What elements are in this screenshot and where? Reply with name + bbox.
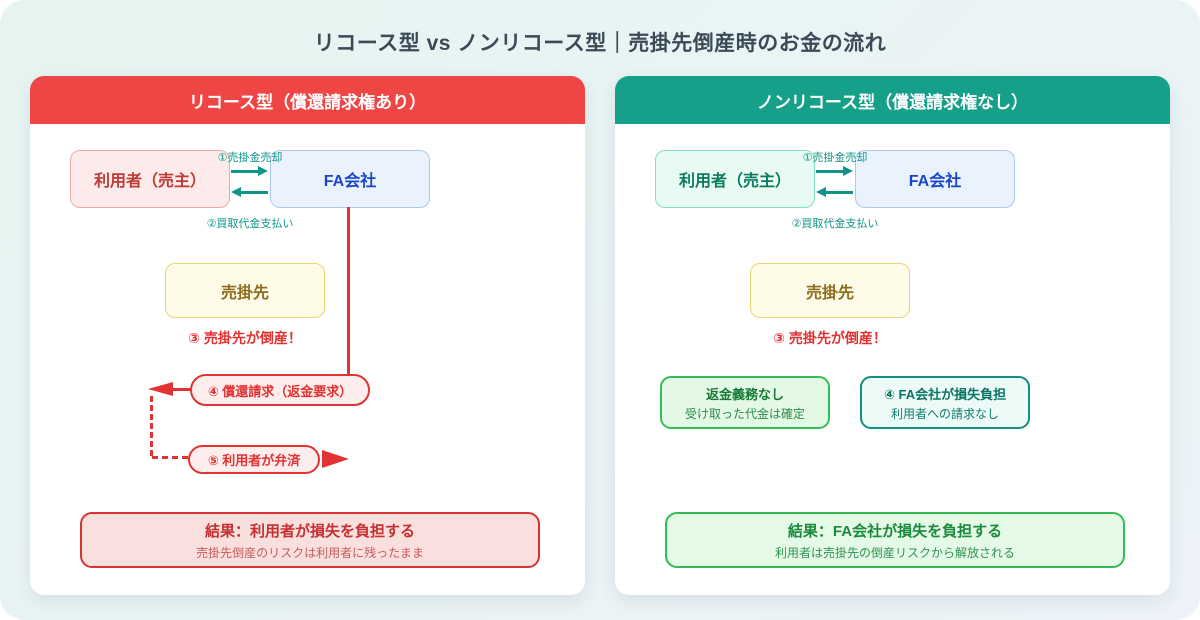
fa-loss-box: ④ FA会社が損失負担 利用者への請求なし (860, 376, 1030, 429)
sale-arrowhead-icon (843, 166, 853, 176)
sale-arrowhead-icon (258, 166, 268, 176)
repayment-arrowhead-icon (322, 450, 349, 468)
sale-arrow-icon (231, 166, 268, 176)
recourse-result-subtitle: 売掛先倒産のリスクは利用者に残ったまま (196, 545, 424, 560)
nonrecourse-result-box: 結果：FA会社が損失を負担する 利用者は売掛先の倒産リスクから解放される (665, 512, 1125, 568)
recourse-result-title: 結果：利用者が損失を負担する (204, 522, 415, 540)
panel-nonrecourse: ノンリコース型（償還請求権なし） 利用者（売主） FA会社 ①売掛金売却 ②買取… (615, 76, 1170, 595)
nonrecourse-result-title: 結果：FA会社が損失を負担する (787, 522, 1003, 540)
payment-arrow-label: ②買取代金支払い (791, 218, 879, 230)
payment-arrow-label: ②買取代金支払い (206, 218, 294, 230)
recourse-client-box: 売掛先 (165, 263, 325, 318)
sale-arrow-line (231, 169, 259, 173)
repayment-dashed-vline (150, 396, 153, 456)
nonrecourse-user-box: 利用者（売主） (655, 150, 815, 208)
repayment-dashed-hline (152, 456, 188, 459)
payment-arrowhead-icon (231, 187, 241, 197)
payment-arrow-icon (816, 187, 853, 197)
fa-loss-title: ④ FA会社が損失負担 (883, 386, 1007, 402)
sale-arrow-label: ①売掛金売却 (802, 152, 868, 164)
nonrecourse-result-subtitle: 利用者は売掛先の倒産リスクから解放される (774, 545, 1015, 560)
recourse-flow-line (347, 207, 350, 374)
recourse-claim-box: ④ 償還請求（返金要求） (190, 374, 370, 406)
repayment-box: ⑤ 利用者が弁済 (188, 445, 320, 474)
payment-arrowhead-icon (816, 187, 826, 197)
no-refund-subtitle: 受け取った代金は確定 (684, 406, 805, 421)
page-title: リコース型 vs ノンリコース型｜売掛先倒産時のお金の流れ (313, 32, 887, 55)
claim-arrowhead-icon (148, 382, 173, 396)
payment-arrow-line (825, 190, 853, 194)
recourse-result-box: 結果：利用者が損失を負担する 売掛先倒産のリスクは利用者に残ったまま (80, 512, 540, 568)
no-refund-box: 返金義務なし 受け取った代金は確定 (660, 376, 830, 429)
sale-arrow-icon (816, 166, 853, 176)
fa-loss-subtitle: 利用者への請求なし (890, 406, 999, 421)
nonrecourse-client-box: 売掛先 (750, 263, 910, 318)
payment-arrow-line (240, 190, 268, 194)
payment-arrow-icon (231, 187, 268, 197)
nonrecourse-bankruptcy-note: ③ 売掛先が倒産！ (773, 330, 887, 346)
recourse-panel-header: リコース型（償還請求権あり） (30, 76, 585, 124)
nonrecourse-panel-header: ノンリコース型（償還請求権なし） (615, 76, 1170, 124)
recourse-user-box: 利用者（売主） (70, 150, 230, 208)
no-refund-title: 返金義務なし (705, 386, 784, 402)
panel-recourse: リコース型（償還請求権あり） 利用者（売主） FA会社 ①売掛金売却 ②買取代金… (30, 76, 585, 595)
nonrecourse-fa-company-box: FA会社 (855, 150, 1015, 208)
sale-arrow-line (816, 169, 844, 173)
claim-arrow-line (173, 388, 191, 391)
recourse-bankruptcy-note: ③ 売掛先が倒産！ (188, 330, 302, 346)
sale-arrow-label: ①売掛金売却 (217, 152, 283, 164)
recourse-fa-company-box: FA会社 (270, 150, 430, 208)
